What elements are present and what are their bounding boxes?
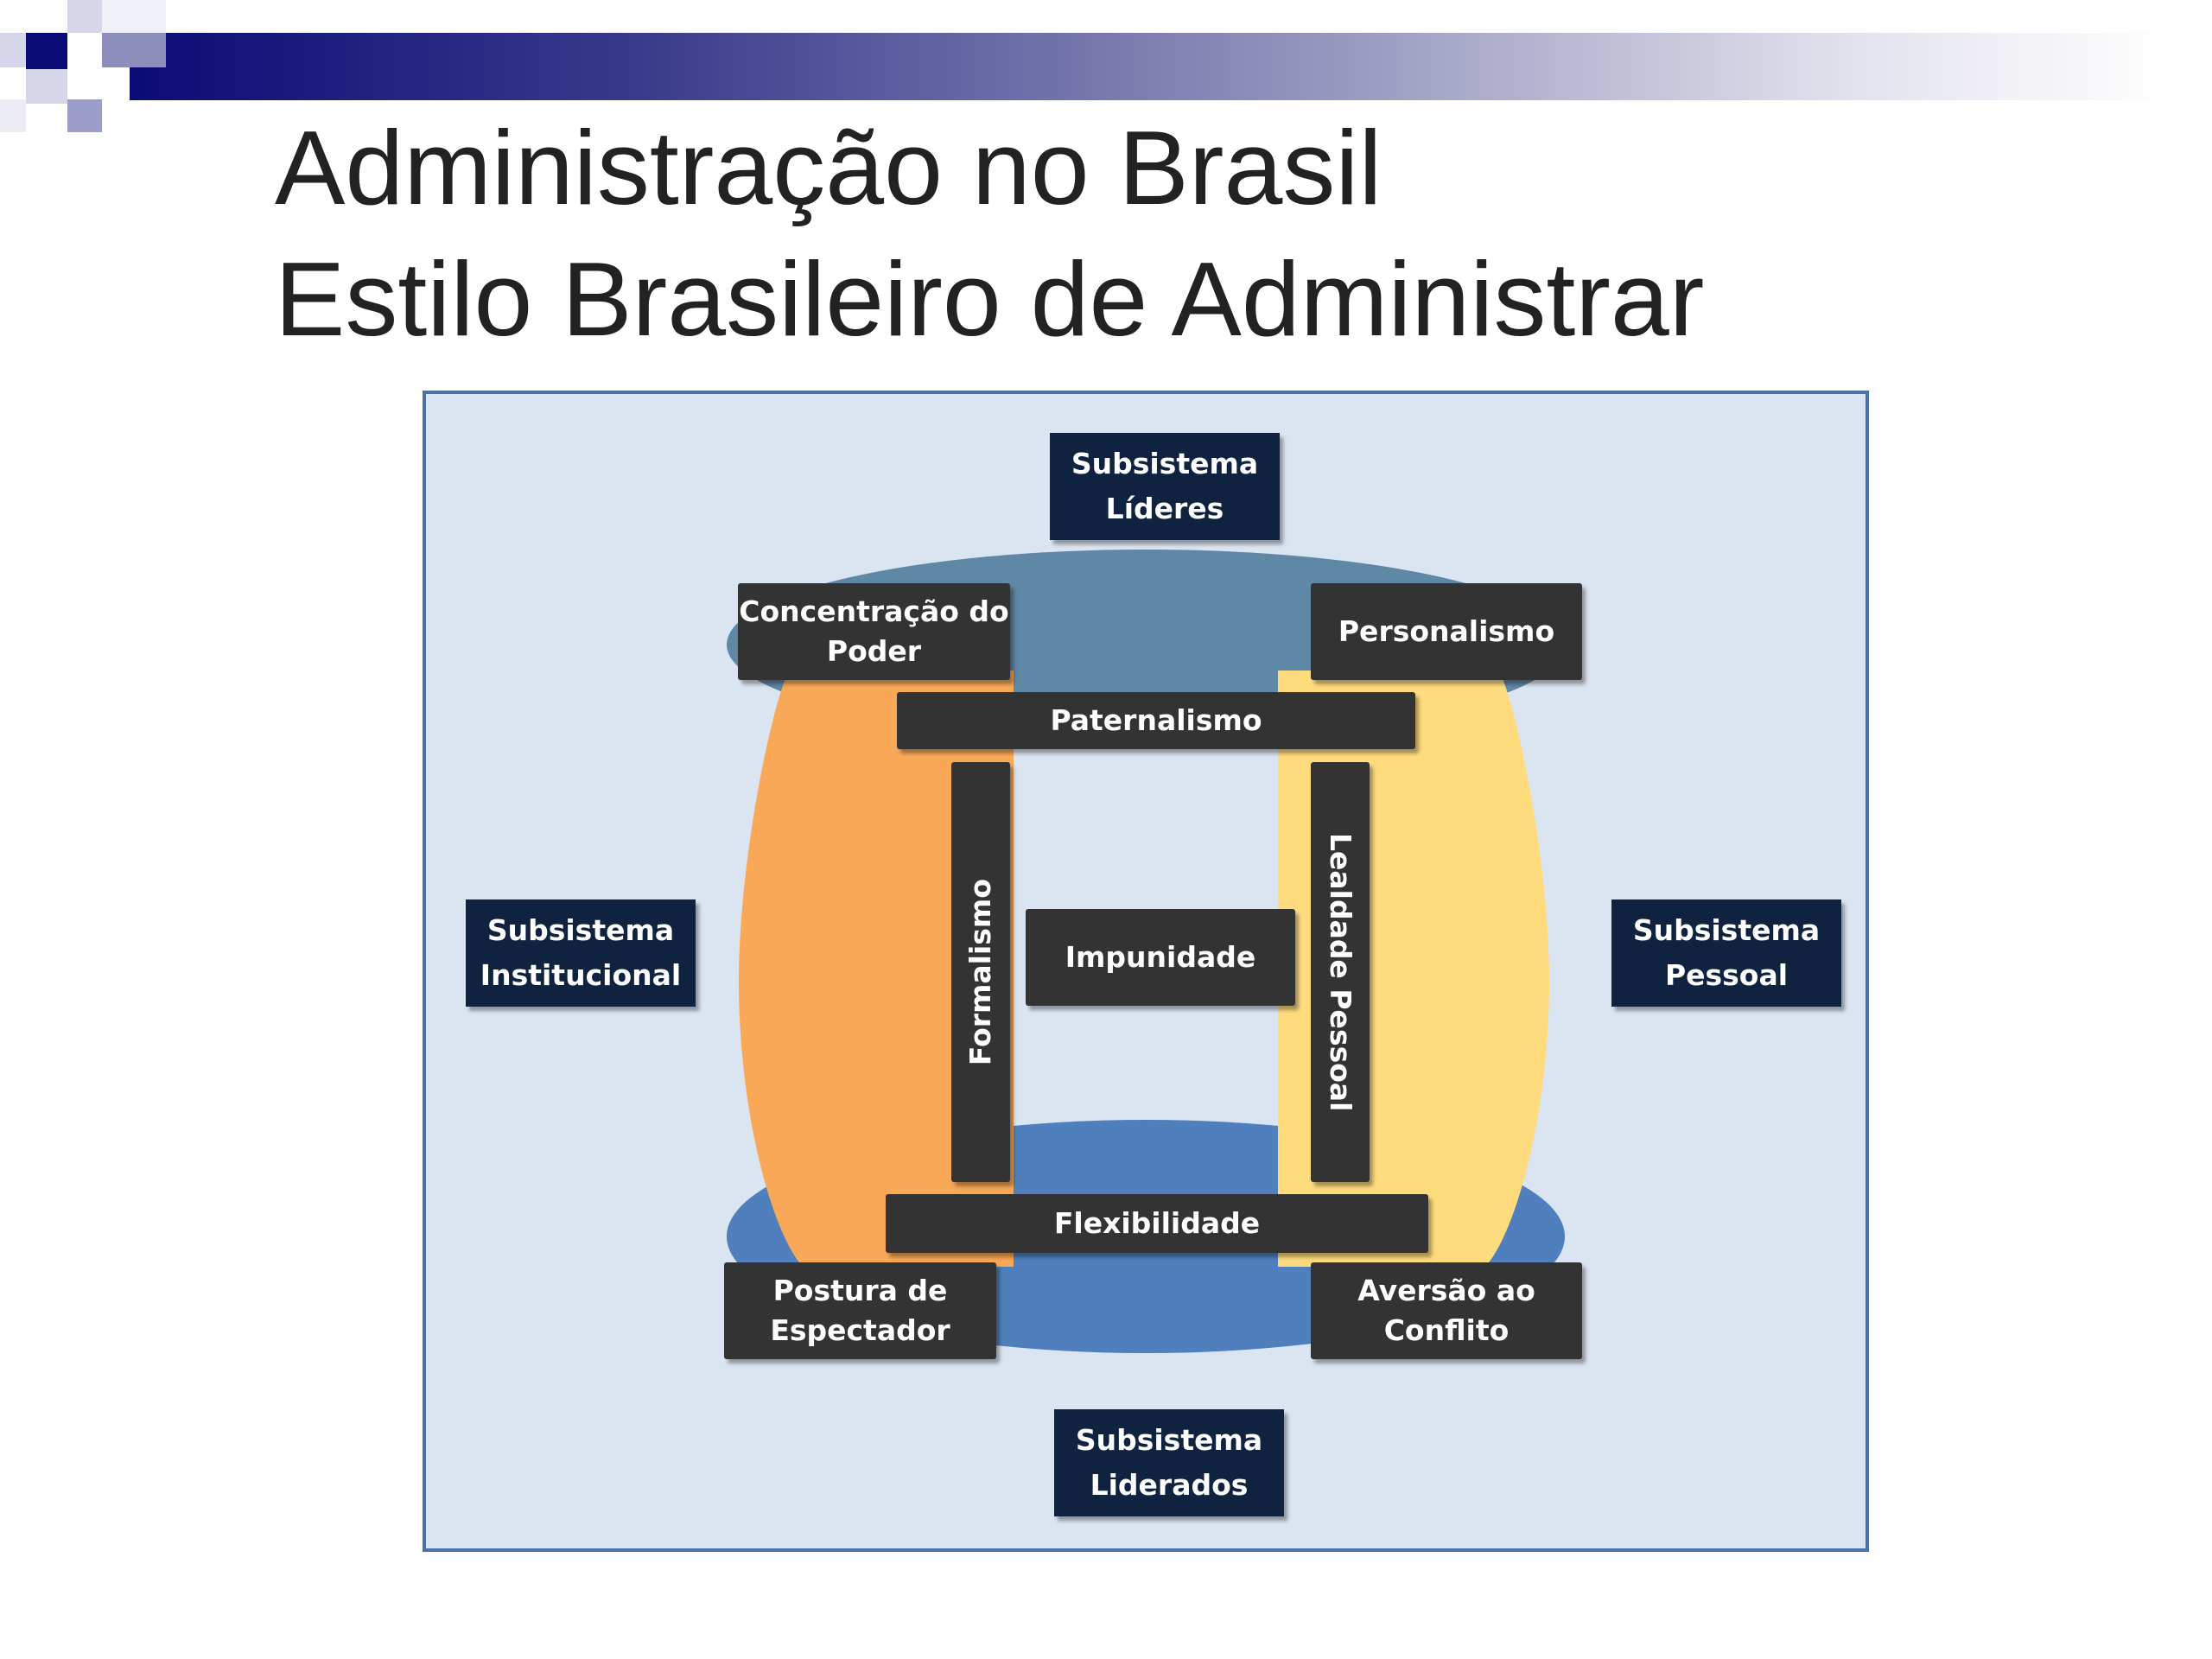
subsystem-liderados-line2: Liderados — [1090, 1468, 1249, 1502]
trait-personalismo-label: Personalismo — [1338, 614, 1555, 648]
subsystem-lideres-line2: Líderes — [1105, 492, 1224, 525]
header-decor-square — [67, 0, 102, 33]
slide-title-line1: Administração no Brasil — [275, 109, 1382, 226]
subsystem-institucional-line2: Institucional — [480, 958, 682, 992]
trait-flexibilidade: Flexibilidade — [886, 1194, 1428, 1253]
trait-impunidade: Impunidade — [1026, 909, 1295, 1006]
trait-concentracao-line2: Poder — [826, 634, 922, 668]
trait-aversao-line2: Conflito — [1383, 1313, 1510, 1347]
trait-postura-de-espectador: Postura de Espectador — [724, 1262, 996, 1359]
trait-lealdade-pessoal: Lealdade Pessoal — [1311, 762, 1370, 1182]
subsystem-lideres-line1: Subsistema — [1071, 447, 1259, 480]
slide-title: Administração no Brasil Estilo Brasileir… — [275, 102, 1704, 365]
trait-postura-line2: Espectador — [770, 1313, 950, 1347]
trait-aversao-line1: Aversão ao — [1357, 1274, 1535, 1307]
header-decor-square — [102, 33, 166, 67]
trait-postura-line1: Postura de — [772, 1274, 948, 1307]
subsystem-liderados-line1: Subsistema — [1075, 1423, 1263, 1457]
trait-aversao-ao-conflito: Aversão ao Conflito — [1311, 1262, 1582, 1359]
header-decor-square — [0, 99, 26, 132]
trait-paternalismo-label: Paternalismo — [1050, 703, 1262, 737]
trait-concentracao-do-poder: Concentração do Poder — [738, 583, 1010, 680]
slide-title-line2: Estilo Brasileiro de Administrar — [275, 240, 1705, 358]
left-lens — [739, 671, 1014, 1267]
header-decor-square — [26, 69, 67, 104]
trait-formalismo: Formalismo — [951, 762, 1010, 1182]
subsystem-pessoal-line2: Pessoal — [1664, 958, 1789, 992]
trait-concentracao-line1: Concentração do — [739, 594, 1009, 628]
header-decor-square — [0, 33, 26, 67]
subsystem-institucional-line1: Subsistema — [486, 913, 675, 947]
trait-lealdade-label: Lealdade Pessoal — [1324, 832, 1357, 1112]
trait-impunidade-label: Impunidade — [1065, 940, 1256, 974]
trait-formalismo-label: Formalismo — [963, 878, 997, 1066]
subsystem-pessoal-line1: Subsistema — [1632, 913, 1821, 947]
header-gradient-bar — [130, 33, 2169, 100]
trait-paternalismo: Paternalismo — [897, 692, 1415, 749]
trait-personalismo: Personalismo — [1311, 583, 1582, 680]
header-decor-square — [102, 0, 166, 33]
trait-flexibilidade-label: Flexibilidade — [1053, 1206, 1261, 1240]
header-decor-square — [26, 33, 67, 69]
header-decor-square — [67, 99, 102, 132]
